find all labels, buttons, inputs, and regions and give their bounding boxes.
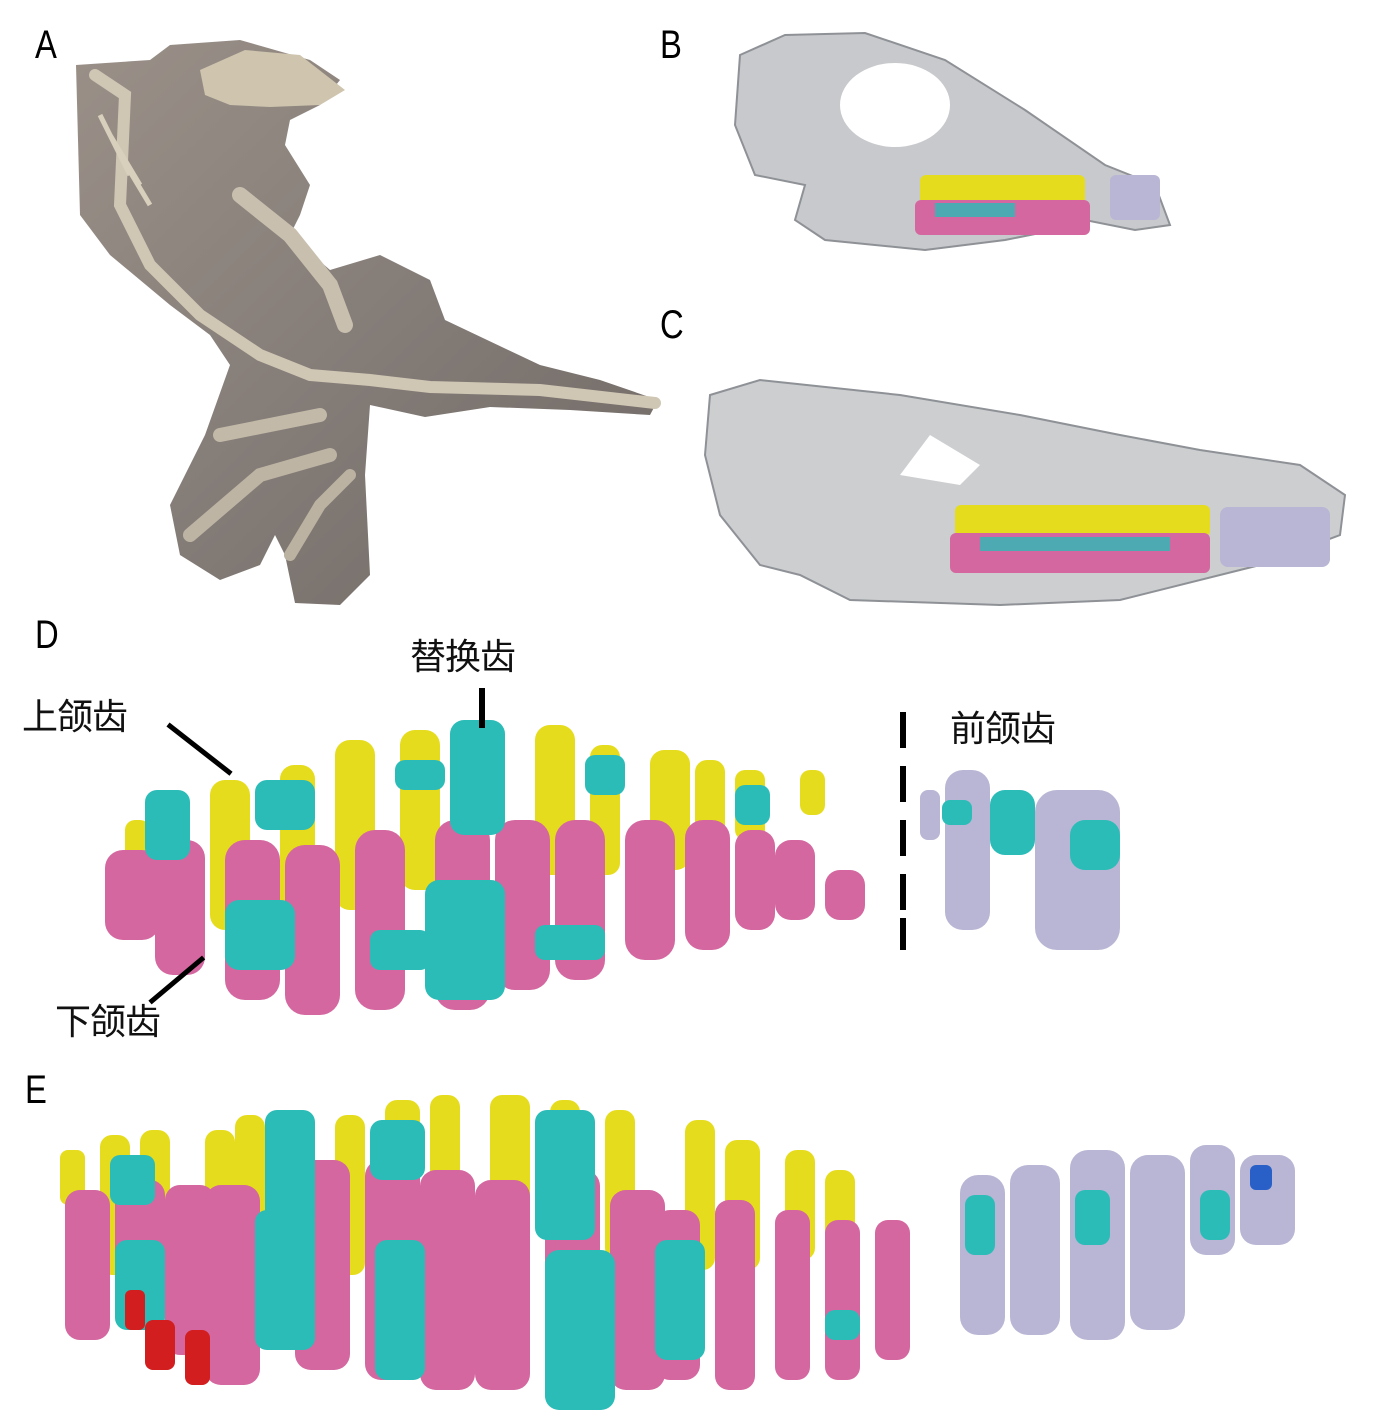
ct-skull-render-c [703, 378, 1347, 607]
premaxillary-teeth-b [1110, 175, 1160, 220]
label-maxillary-teeth: 上颌齿 [22, 697, 128, 738]
divider-dashed-4 [900, 874, 906, 910]
divider-dashed-1 [900, 712, 906, 748]
ct-skull-render-b [733, 31, 1172, 252]
panel-label-d: D [35, 613, 59, 657]
label-premaxillary-teeth: 前颌齿 [950, 709, 1056, 750]
divider-dashed-5 [900, 918, 906, 950]
divider-dashed-3 [900, 820, 906, 856]
panel-label-c: C [660, 303, 684, 347]
divider-dashed-2 [900, 766, 906, 802]
label-dentary-teeth: 下颌齿 [55, 1002, 161, 1043]
dentary-teeth-b [915, 200, 1090, 235]
leader-line-replacement [479, 688, 485, 728]
maxillary-teeth-b [920, 175, 1085, 205]
premaxillary-teeth-d [920, 770, 1120, 950]
label-replacement-teeth: 替换齿 [410, 637, 516, 678]
dentition-render-d [105, 720, 865, 1015]
premaxillary-teeth-e [960, 1145, 1295, 1340]
panel-label-b: B [660, 23, 682, 67]
replacement-teeth-d [145, 720, 770, 1000]
panel-label-e: E [25, 1068, 47, 1112]
dentition-render-e [60, 1095, 910, 1410]
panel-label-a: A [35, 23, 57, 67]
fossil-specimen-photo [76, 40, 661, 605]
